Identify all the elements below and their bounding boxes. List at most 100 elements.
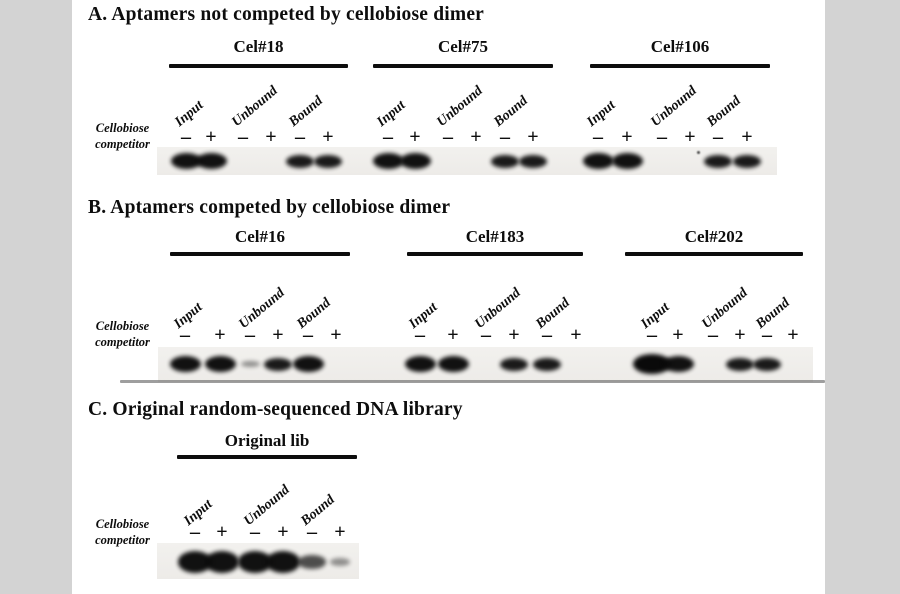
plus-mark: + <box>508 324 520 346</box>
gel-band <box>753 357 781 371</box>
row-label-competitor: competitor <box>95 533 150 547</box>
minus-mark: – <box>713 126 723 148</box>
figure-panel <box>72 0 825 594</box>
group-header: Original lib <box>224 431 310 450</box>
group-underline <box>407 252 583 256</box>
plus-mark: + <box>527 126 539 148</box>
gel-band <box>265 551 301 573</box>
minus-mark: – <box>238 126 248 148</box>
group-underline <box>169 64 348 68</box>
minus-mark: – <box>383 126 393 148</box>
group-header: Cel#106 <box>650 37 710 56</box>
plus-mark: + <box>272 324 284 346</box>
gel-band <box>170 153 202 169</box>
minus-mark: – <box>250 521 260 543</box>
plus-mark: + <box>621 126 633 148</box>
minus-mark: – <box>647 324 657 346</box>
minus-mark: – <box>481 324 491 346</box>
row-label-cellobiose: Cellobiose <box>95 319 150 333</box>
minus-mark: – <box>415 324 425 346</box>
gel-band <box>169 356 201 372</box>
plus-mark: + <box>277 521 289 543</box>
minus-mark: – <box>500 126 510 148</box>
gel-strip <box>158 347 813 382</box>
gel-band <box>195 153 227 169</box>
section-title: C. Original random-sequenced DNA library <box>88 399 463 420</box>
gel-band <box>292 356 324 372</box>
plus-mark: + <box>570 324 582 346</box>
plus-mark: + <box>470 126 482 148</box>
gel-band <box>633 354 671 374</box>
plus-mark: + <box>741 126 753 148</box>
group-header: Cel#18 <box>233 37 284 56</box>
gel-band <box>662 356 694 372</box>
minus-mark: – <box>181 126 191 148</box>
group-header: Cel#16 <box>234 227 286 246</box>
group-underline <box>373 64 553 68</box>
minus-mark: – <box>542 324 552 346</box>
row-label-competitor: competitor <box>95 335 150 349</box>
section-title: B. Aptamers competed by cellobiose dimer <box>88 197 451 218</box>
gel-band <box>726 357 754 371</box>
gel-band <box>314 154 342 168</box>
gel-band <box>297 555 327 569</box>
group-underline <box>625 252 803 256</box>
plus-mark: + <box>334 521 346 543</box>
group-underline <box>177 455 357 459</box>
scan-speck <box>697 151 700 154</box>
gel-strip <box>157 147 777 175</box>
gel-band <box>204 551 240 573</box>
gel-band <box>329 557 351 567</box>
gel-band <box>240 361 260 367</box>
minus-mark: – <box>295 126 305 148</box>
group-header: Cel#202 <box>684 227 744 246</box>
group-underline <box>170 252 350 256</box>
gel-band <box>264 357 292 371</box>
row-label-cellobiose: Cellobiose <box>95 517 150 531</box>
gel-band <box>611 153 643 169</box>
group-underline <box>590 64 770 68</box>
plus-mark: + <box>734 324 746 346</box>
gel-band <box>286 154 314 168</box>
plus-mark: + <box>672 324 684 346</box>
row-label-cellobiose: Cellobiose <box>95 121 150 135</box>
gel-band <box>177 551 213 573</box>
group-header: Cel#75 <box>437 37 489 56</box>
gel-band <box>519 154 547 168</box>
minus-mark: – <box>307 521 317 543</box>
minus-mark: – <box>708 324 718 346</box>
row-label-competitor: competitor <box>95 137 150 151</box>
plus-mark: + <box>447 324 459 346</box>
scan-line <box>120 380 825 383</box>
gel-band <box>533 357 561 371</box>
minus-mark: – <box>245 324 255 346</box>
minus-mark: – <box>303 324 313 346</box>
plus-mark: + <box>330 324 342 346</box>
minus-mark: – <box>180 324 190 346</box>
plus-mark: + <box>787 324 799 346</box>
section-title: A. Aptamers not competed by cellobiose d… <box>88 4 485 25</box>
gel-band <box>237 551 273 573</box>
gel-band <box>491 154 519 168</box>
gel-strip <box>157 543 359 579</box>
plus-mark: + <box>684 126 696 148</box>
gel-band <box>399 153 431 169</box>
plus-mark: + <box>216 521 228 543</box>
minus-mark: – <box>190 521 200 543</box>
plus-mark: + <box>265 126 277 148</box>
plus-mark: + <box>322 126 334 148</box>
minus-mark: – <box>593 126 603 148</box>
group-header: Cel#183 <box>465 227 525 246</box>
gel-band <box>404 356 436 372</box>
plus-mark: + <box>205 126 217 148</box>
gel-band <box>733 154 761 168</box>
gel-band <box>582 153 614 169</box>
minus-mark: – <box>762 324 772 346</box>
minus-mark: – <box>443 126 453 148</box>
gel-band <box>500 357 528 371</box>
plus-mark: + <box>214 324 226 346</box>
gel-band <box>372 153 404 169</box>
plus-mark: + <box>409 126 421 148</box>
gel-band <box>704 154 732 168</box>
